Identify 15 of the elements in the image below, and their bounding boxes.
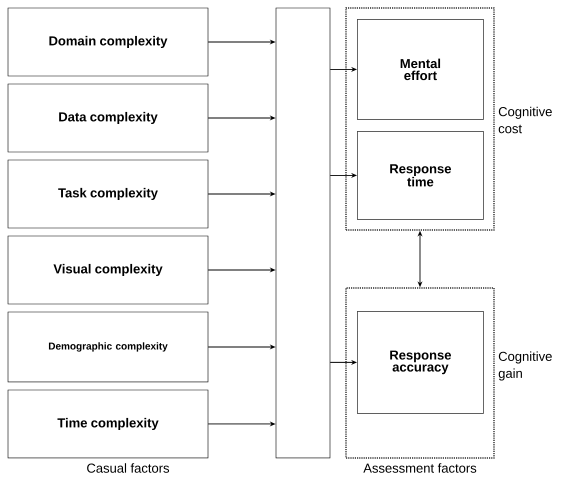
factor-box: Domain complexity bbox=[8, 8, 208, 76]
side-label: Cognitive gain bbox=[498, 351, 552, 381]
factor-box: Visual complexity bbox=[8, 236, 208, 304]
caption-label: Assessment factors bbox=[363, 463, 476, 473]
bar bbox=[276, 8, 330, 458]
dotted-group bbox=[345, 7, 495, 231]
factor-box: Demographic complexity bbox=[8, 312, 208, 382]
factor-box: Mental effort bbox=[357, 19, 484, 120]
factor-box: Task complexity bbox=[8, 160, 208, 228]
factor-box: Time complexity bbox=[8, 390, 208, 458]
factor-box: Data complexity bbox=[8, 84, 208, 152]
dotted-group bbox=[345, 287, 495, 459]
factor-box: Response accuracy bbox=[357, 311, 484, 414]
side-label: Cognitive cost bbox=[498, 106, 552, 134]
factor-box: Response time bbox=[357, 131, 484, 220]
